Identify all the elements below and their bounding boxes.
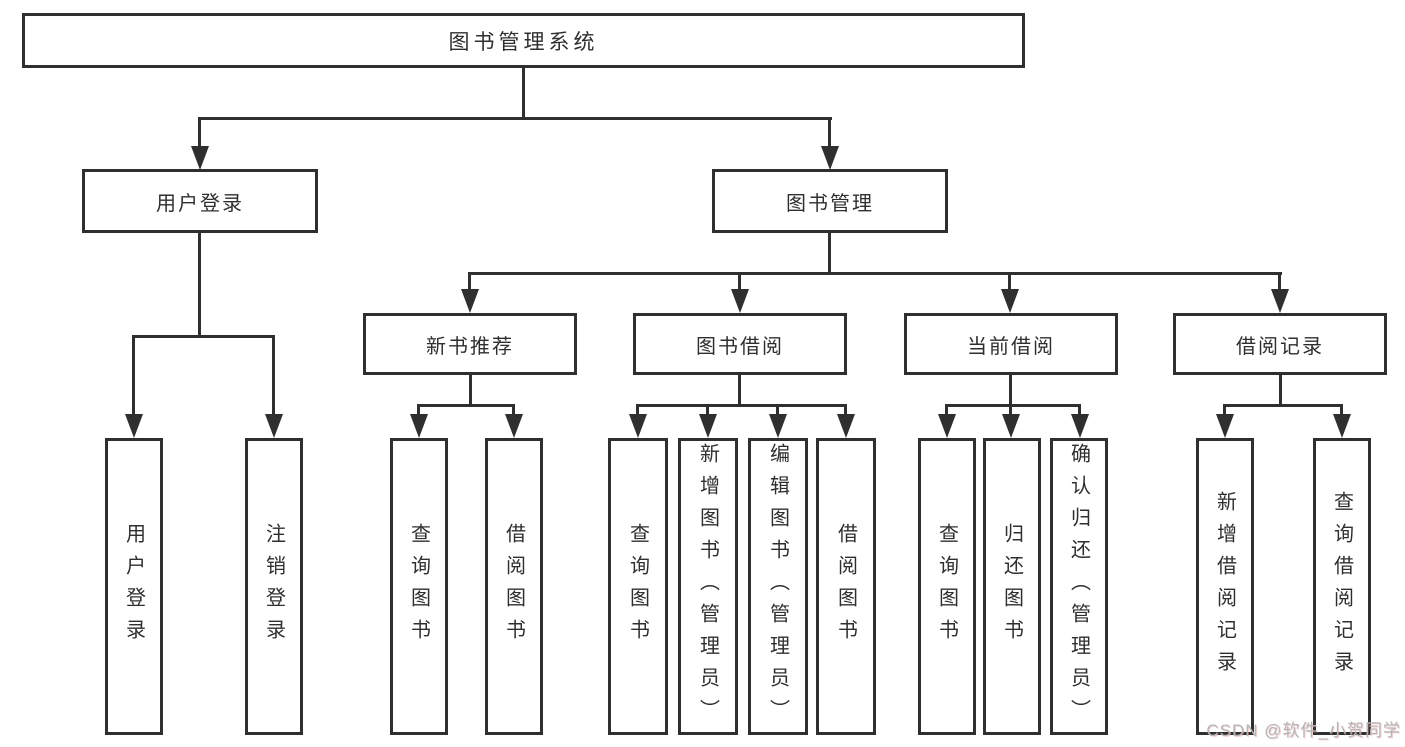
arrow-down-icon [1271, 289, 1289, 313]
arrow-stem [945, 405, 948, 418]
leaf-query-books-recommend: 查询图书 [390, 438, 448, 735]
arrow-down-icon [699, 414, 717, 438]
arrow-stem [738, 273, 741, 291]
connector-line [198, 233, 201, 338]
arrow-down-icon [1216, 414, 1234, 438]
arrow-down-icon [410, 414, 428, 438]
arrow-down-icon [821, 146, 839, 170]
connector-line [1223, 404, 1343, 407]
leaf-add-books-admin: 新增图书（管理员） [678, 438, 738, 735]
arrow-down-icon [837, 414, 855, 438]
leaf-borrow-books: 借阅图书 [816, 438, 876, 735]
connector-line [1279, 375, 1282, 406]
connector-line [738, 375, 741, 406]
arrow-down-icon [1002, 414, 1020, 438]
leaf-query-borrow-record: 查询借阅记录 [1313, 438, 1371, 735]
arrow-down-icon [191, 146, 209, 170]
arrow-stem [1278, 273, 1281, 291]
arrow-down-icon [938, 414, 956, 438]
leaf-user-login: 用户登录 [105, 438, 163, 735]
arrow-stem [1009, 405, 1012, 418]
connector-line [468, 272, 1282, 275]
leaf-logout: 注销登录 [245, 438, 303, 735]
connector-line [198, 117, 832, 120]
arrow-stem [272, 336, 275, 417]
arrow-down-icon [731, 289, 749, 313]
connector-line [522, 68, 525, 120]
connector-line [469, 375, 472, 406]
leaf-confirm-return-admin: 确认归还（管理员） [1050, 438, 1108, 735]
arrow-down-icon [461, 289, 479, 313]
arrow-down-icon [125, 414, 143, 438]
arrow-stem [1008, 273, 1011, 291]
node-library-management-system: 图书管理系统 [22, 13, 1025, 68]
node-book-management: 图书管理 [712, 169, 948, 233]
connector-line [417, 404, 515, 407]
arrow-stem [1223, 405, 1226, 418]
leaf-query-books-current: 查询图书 [918, 438, 976, 735]
arrow-down-icon [1001, 289, 1019, 313]
arrow-down-icon [1071, 414, 1089, 438]
csdn-watermark: CSDN @软件_小贺同学 [1206, 721, 1401, 740]
leaf-borrow-books-recommend: 借阅图书 [485, 438, 543, 735]
arrow-stem [776, 405, 779, 418]
arrow-stem [828, 118, 831, 150]
connector-line [132, 335, 275, 338]
node-new-book-recommend: 新书推荐 [363, 313, 577, 375]
connector-line [1009, 375, 1012, 406]
arrow-stem [706, 405, 709, 418]
arrow-down-icon [1333, 414, 1351, 438]
leaf-query-books-borrow: 查询图书 [608, 438, 668, 735]
arrow-down-icon [769, 414, 787, 438]
arrow-stem [417, 405, 420, 418]
arrow-down-icon [505, 414, 523, 438]
node-current-borrow: 当前借阅 [904, 313, 1118, 375]
arrow-stem [844, 405, 847, 418]
connector-line [828, 233, 831, 275]
arrow-down-icon [265, 414, 283, 438]
leaf-edit-books-admin: 编辑图书（管理员） [748, 438, 808, 735]
arrow-stem [468, 273, 471, 291]
connector-line [945, 404, 1081, 407]
node-book-borrow: 图书借阅 [633, 313, 847, 375]
node-borrow-records: 借阅记录 [1173, 313, 1387, 375]
leaf-add-borrow-record: 新增借阅记录 [1196, 438, 1254, 735]
arrow-stem [1340, 405, 1343, 418]
arrow-stem [1078, 405, 1081, 418]
arrow-stem [636, 405, 639, 418]
arrow-down-icon [629, 414, 647, 438]
arrow-stem [512, 405, 515, 418]
arrow-stem [198, 118, 201, 150]
leaf-return-books: 归还图书 [983, 438, 1041, 735]
connector-line [636, 404, 847, 407]
arrow-stem [132, 336, 135, 417]
node-user-login: 用户登录 [82, 169, 318, 233]
